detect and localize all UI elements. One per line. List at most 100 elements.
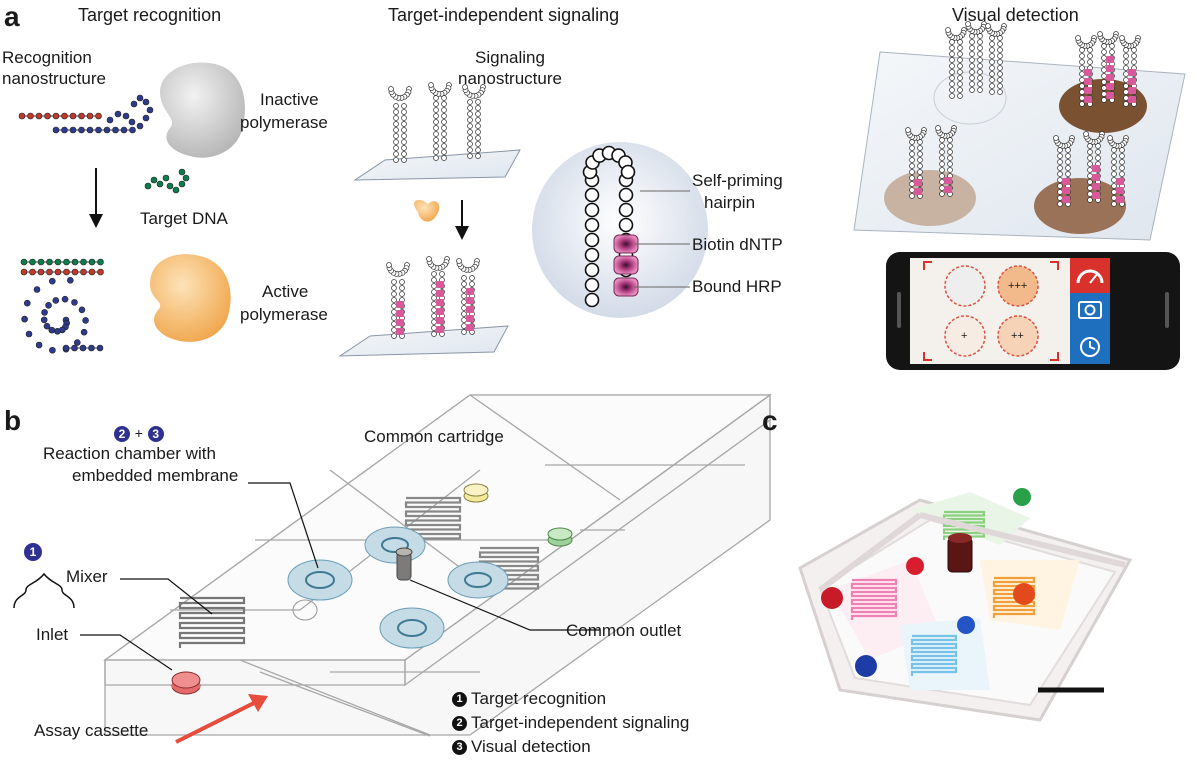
hairpin-bead [997,65,1003,71]
heading-target-independent-signaling: Target-independent signaling [388,5,620,25]
hairpin-bead [393,145,399,151]
zoom-bead [584,292,600,308]
hairpin-bead [947,167,953,173]
hairpin-bead [1079,65,1085,71]
dna-bead [114,110,122,118]
active-polymerase-shape [150,254,231,342]
hairpin-bead [1087,155,1093,161]
hairpin-bead [441,131,447,137]
hairpin-bead [1087,185,1093,191]
dna-bead [130,100,138,108]
label-common-cartridge: Common cartridge [364,427,504,446]
hairpin-bead [461,293,467,299]
hairpin-bead [957,93,963,99]
hairpin-bead [997,47,1003,53]
zoom-bead [584,262,600,278]
dna-bead [40,316,48,324]
hairpin-bead [431,319,437,325]
hairpin-bead [1087,161,1093,167]
hairpin-bead [467,135,473,141]
hairpin-bead [431,331,437,337]
hairpin-bead [391,285,397,291]
hairpin-bead [957,51,963,57]
reaction-chamber-badges: 2 + 3 [114,422,164,444]
hairpin-bead [1119,153,1125,159]
hairpin-bead [1111,159,1117,165]
dna-bead [146,106,154,114]
gauge-button-bg[interactable] [1070,258,1110,293]
hairpin-bead [391,303,397,309]
hairpin-bead [949,69,955,75]
label-hairpin: hairpin [704,193,756,212]
zoom-bead [620,164,636,180]
target-dna-strand [144,168,190,194]
hrp-mark [436,317,444,324]
hairpin-bead [977,75,983,81]
hairpin-bead [917,163,923,169]
hairpin-bead [1057,177,1063,183]
mixer-channel [478,546,540,593]
hairpin-bead [467,111,473,117]
dna-bead [120,126,128,134]
hairpin-bead [393,109,399,115]
badge-step-3: 3 [147,425,164,442]
hairpin-bead [977,51,983,57]
label-target-dna: Target DNA [140,209,228,228]
hairpin-bead [475,147,481,153]
hairpin-bead [475,105,481,111]
hrp-mark [466,288,474,295]
hairpin-bead [1101,67,1107,73]
dna-bead [67,277,74,284]
hairpin-bead [1119,159,1125,165]
hairpin-bead [957,87,963,93]
hairpin-bead [467,147,473,153]
hairpin-bead [1097,31,1103,37]
hrp-mark [1084,96,1092,103]
zoom-bead [618,202,634,218]
hairpin-bead [1111,189,1117,195]
dna-bead [37,268,45,276]
mixer-channel [850,578,898,620]
hrp-mark [1062,187,1070,194]
hairpin-bead [1065,165,1071,171]
signaling-plate-top [353,149,521,181]
dna-bead [86,126,94,134]
hairpin-bead [461,329,467,335]
dna-bead [97,258,104,266]
zoom-bead [618,217,634,233]
dna-bead [35,112,43,120]
dna-bead [78,112,85,120]
zoom-bead [584,217,600,233]
hairpin-bead [401,157,407,163]
hairpin-bead [1131,53,1137,59]
dna-bead [162,174,170,182]
hairpin-bead [949,87,955,93]
hairpin-bead [969,81,975,87]
hairpin-bead [401,115,407,121]
label-reaction-chamber: Reaction chamber with [43,444,216,463]
hairpin-bead [917,157,923,163]
camera-button-bg[interactable] [1070,293,1110,329]
label-embedded-membrane: embedded membrane [72,466,239,485]
photo-port-navy [855,655,877,677]
panel-label-c: c [762,405,778,436]
hairpin-bead [957,45,963,51]
zoom-bead [584,277,600,293]
hairpin-bead [1111,177,1117,183]
hrp-mark [436,299,444,306]
hairpin-bead [989,77,995,83]
hairpin-bead [947,161,953,167]
hairpin-bead [939,179,945,185]
common-outlet-port [395,547,413,581]
hairpin-bead [1065,153,1071,159]
hairpin-bead [989,53,995,59]
hairpin-bead [1057,201,1063,207]
hrp-mark [1106,56,1114,63]
phone-spot-low [944,315,986,357]
dna-bead [136,94,144,102]
zoom-bead [584,187,600,203]
dna-bead [18,112,26,120]
legend-num-2: 2 [452,716,467,732]
